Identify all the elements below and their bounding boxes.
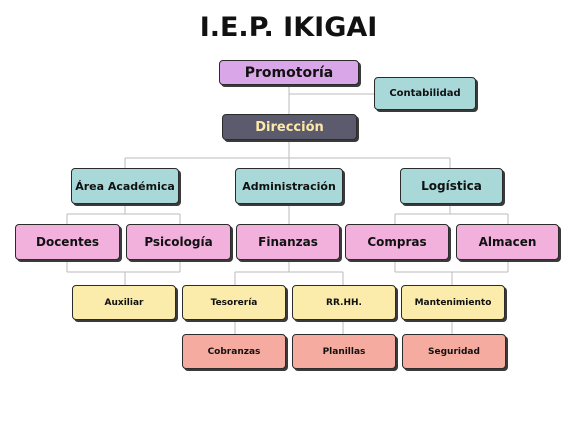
node-label: Tesorería <box>210 297 258 308</box>
node-rrhh: RR.HH. <box>292 285 396 320</box>
node-label: Auxiliar <box>104 297 144 308</box>
node-label: Mantenimiento <box>414 297 492 308</box>
node-area-academica: Área Académica <box>71 168 179 204</box>
node-contabilidad: Contabilidad <box>374 77 476 110</box>
node-direccion: Dirección <box>222 114 357 140</box>
node-compras: Compras <box>345 224 449 260</box>
node-label: Psicología <box>144 235 213 249</box>
node-label: Administración <box>242 179 336 193</box>
node-label: Logística <box>421 179 482 193</box>
node-administracion: Administración <box>235 168 343 204</box>
node-docentes: Docentes <box>15 224 120 260</box>
node-label: Cobranzas <box>207 346 261 357</box>
node-label: RR.HH. <box>326 297 362 308</box>
node-label: Dirección <box>255 119 324 135</box>
node-label: Finanzas <box>258 235 318 249</box>
node-tesoreria: Tesorería <box>182 285 286 320</box>
node-seguridad: Seguridad <box>402 334 506 369</box>
node-label: Almacen <box>478 235 537 249</box>
node-label: Planillas <box>322 346 366 357</box>
node-almacen: Almacen <box>456 224 559 260</box>
node-label: Compras <box>367 235 427 249</box>
node-planillas: Planillas <box>292 334 396 369</box>
node-label: Docentes <box>35 235 100 249</box>
node-label: Área Académica <box>75 179 175 193</box>
node-finanzas: Finanzas <box>236 224 340 260</box>
node-promotoria: Promotoría <box>219 60 359 85</box>
node-mantenimiento: Mantenimiento <box>401 285 505 320</box>
chart-title: I.E.P. IKIGAI <box>199 12 378 43</box>
node-label: Contabilidad <box>389 88 461 99</box>
node-psicologia: Psicología <box>126 224 231 260</box>
node-auxiliar: Auxiliar <box>72 285 176 320</box>
node-cobranzas: Cobranzas <box>182 334 286 369</box>
node-logistica: Logística <box>400 168 503 204</box>
node-label: Seguridad <box>428 346 480 357</box>
node-label: Promotoría <box>244 64 334 81</box>
